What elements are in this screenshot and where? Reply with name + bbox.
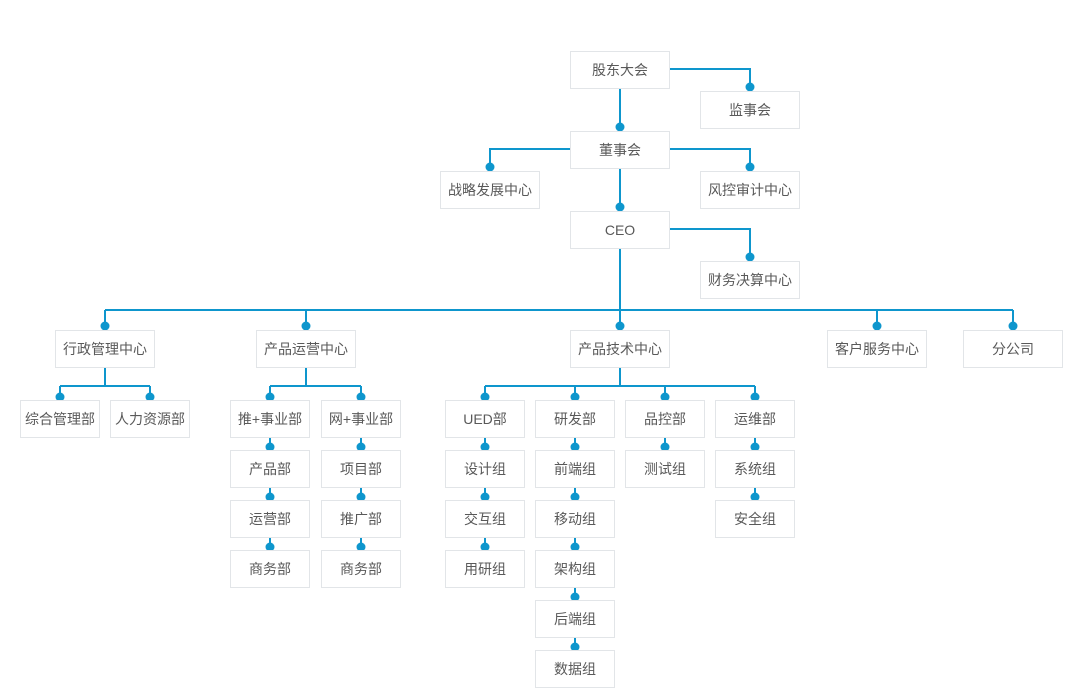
org-node-business-dept-wang: 商务部 (321, 550, 401, 588)
org-node-product-dept: 产品部 (230, 450, 310, 488)
org-node-product-tech-center: 产品技术中心 (570, 330, 670, 368)
org-node-backend-group: 后端组 (535, 600, 615, 638)
org-node-operation-dept: 运营部 (230, 500, 310, 538)
org-node-board-of-directors: 董事会 (570, 131, 670, 169)
org-node-system-group: 系统组 (715, 450, 795, 488)
org-node-tui-business-dept: 推+事业部 (230, 400, 310, 438)
org-node-project-dept: 项目部 (321, 450, 401, 488)
org-node-security-group: 安全组 (715, 500, 795, 538)
org-node-risk-audit-center: 风控审计中心 (700, 171, 800, 209)
org-node-customer-service-center: 客户服务中心 (827, 330, 927, 368)
org-node-supervisory-board: 监事会 (700, 91, 800, 129)
org-node-design-group: 设计组 (445, 450, 525, 488)
org-node-interaction-group: 交互组 (445, 500, 525, 538)
org-node-data-group: 数据组 (535, 650, 615, 688)
connector-dots (55, 82, 1018, 652)
org-node-ops-dept: 运维部 (715, 400, 795, 438)
org-node-mobile-group: 移动组 (535, 500, 615, 538)
org-node-hr-dept: 人力资源部 (110, 400, 190, 438)
org-node-promotion-dept: 推广部 (321, 500, 401, 538)
org-node-architecture-group: 架构组 (535, 550, 615, 588)
org-node-wang-business-dept: 网+事业部 (321, 400, 401, 438)
org-node-shareholders-meeting: 股东大会 (570, 51, 670, 89)
org-node-finance-center: 财务决算中心 (700, 261, 800, 299)
org-node-branch-company: 分公司 (963, 330, 1063, 368)
org-node-strategy-center: 战略发展中心 (440, 171, 540, 209)
org-node-ued-dept: UED部 (445, 400, 525, 438)
org-node-general-admin-dept: 综合管理部 (20, 400, 100, 438)
org-node-admin-center: 行政管理中心 (55, 330, 155, 368)
org-node-user-research-group: 用研组 (445, 550, 525, 588)
org-node-rd-dept: 研发部 (535, 400, 615, 438)
org-node-product-ops-center: 产品运营中心 (256, 330, 356, 368)
org-node-business-dept-tui: 商务部 (230, 550, 310, 588)
org-node-ceo: CEO (570, 211, 670, 249)
org-node-qc-dept: 品控部 (625, 400, 705, 438)
org-node-frontend-group: 前端组 (535, 450, 615, 488)
org-node-testing-group: 测试组 (625, 450, 705, 488)
